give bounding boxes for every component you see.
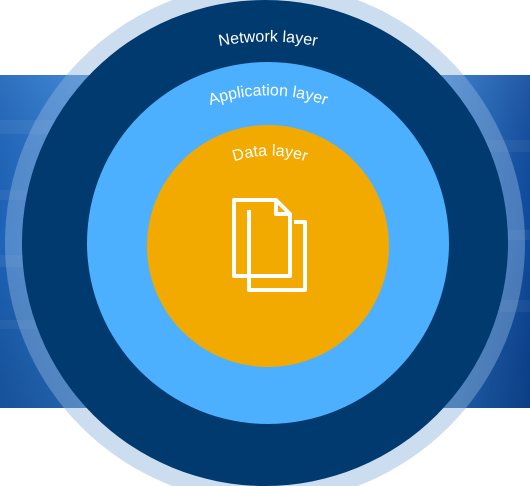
data-layer-core <box>147 125 389 367</box>
network-layer-label: Network layer <box>217 28 319 50</box>
documents-icon <box>232 198 307 292</box>
data-layer-label: Data layer <box>231 143 311 166</box>
